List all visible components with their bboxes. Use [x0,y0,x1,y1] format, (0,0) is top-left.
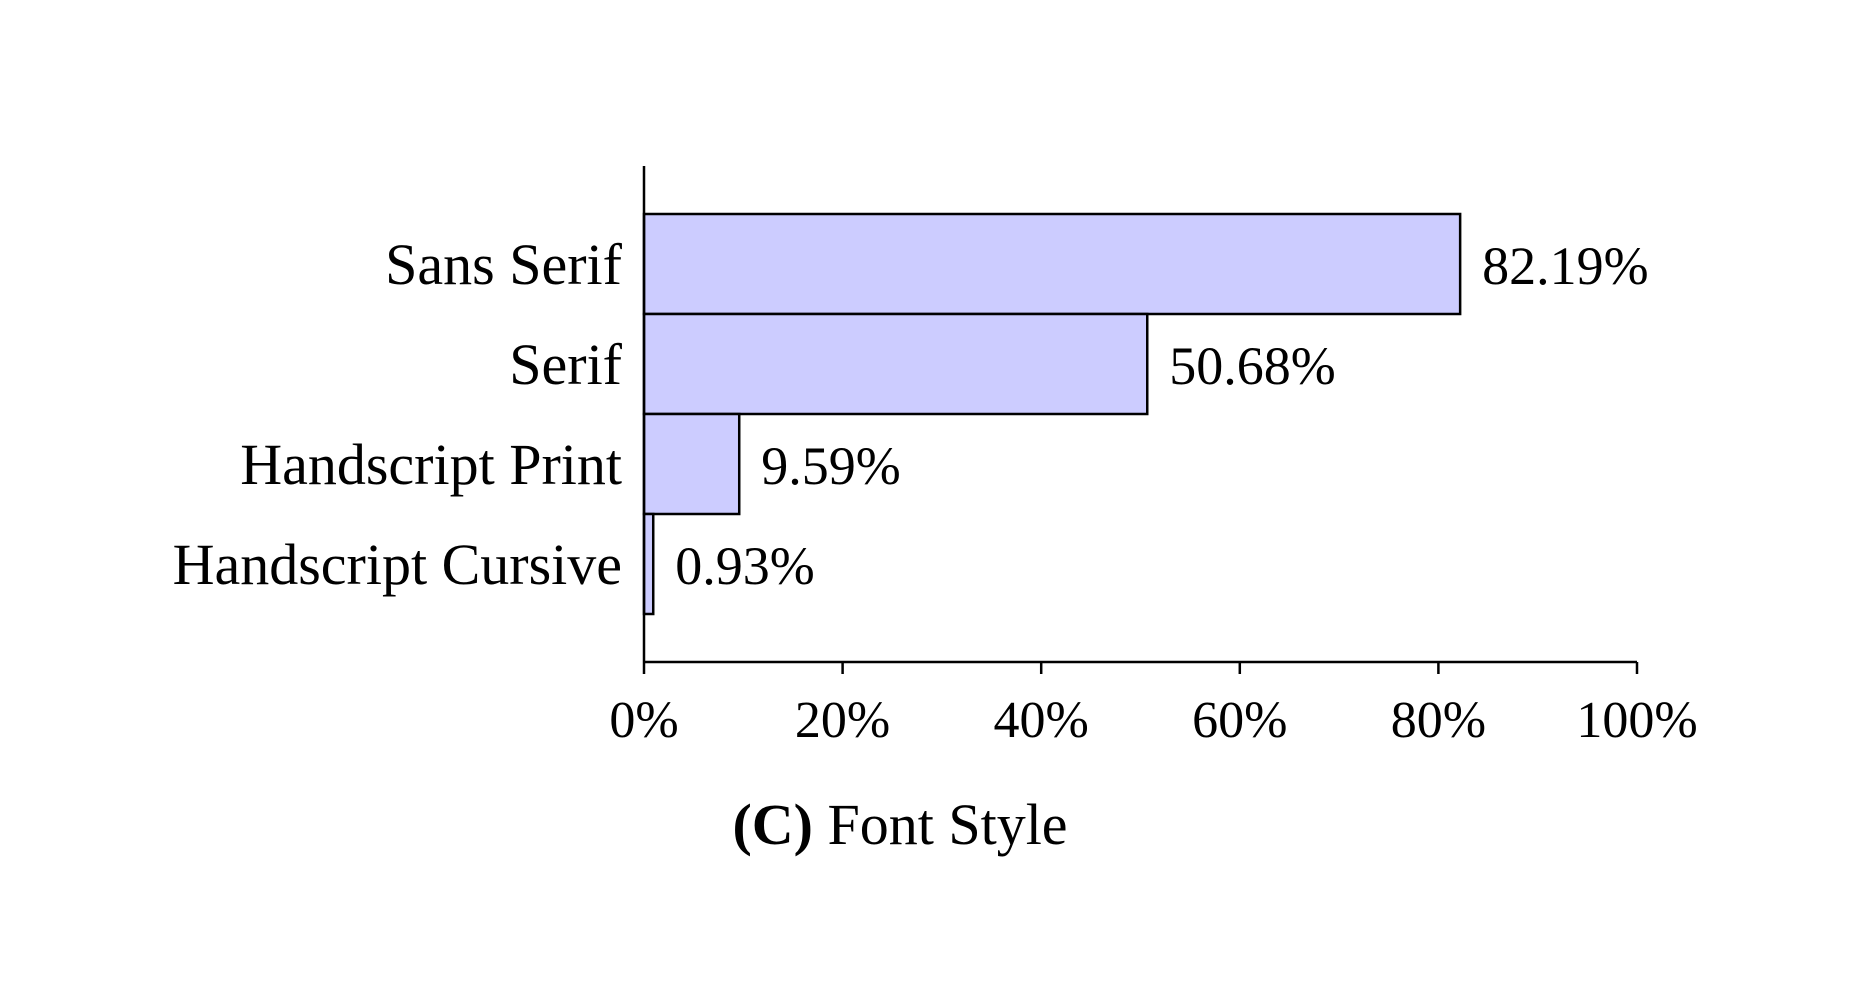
bar-handscript-cursive [642,512,655,616]
labels-layer: Sans Serif 82.19% Serif 50.68% Handscript Pr… [173,232,1698,749]
chart-caption: (C) Font Style [732,792,1067,857]
value-label-sans-serif: 82.19% [1482,236,1648,296]
axes-layer [642,166,1637,664]
caption-title: Font Style [827,792,1067,857]
x-tick-label-20: 20% [795,692,890,749]
x-tick-label-0: 0% [609,692,678,749]
caption-prefix: (C) [732,792,813,857]
bars-layer [642,212,1462,616]
category-label-sans-serif: Sans Serif [385,232,623,297]
bar-sans-serif [642,212,1462,316]
category-label-serif: Serif [509,332,622,397]
x-tick-label-40: 40% [994,692,1089,749]
value-label-serif: 50.68% [1169,336,1335,396]
bar-serif [642,312,1149,416]
bar-handscript-print [642,412,741,516]
x-tick-label-100: 100% [1576,692,1697,749]
value-label-handscript-print: 9.59% [761,436,900,496]
category-label-handscript-print: Handscript Print [240,432,622,497]
x-tick-label-60: 60% [1192,692,1287,749]
value-label-handscript-cursive: 0.93% [675,536,814,596]
category-label-handscript-cursive: Handscript Cursive [173,532,622,597]
x-tick-label-80: 80% [1391,692,1486,749]
